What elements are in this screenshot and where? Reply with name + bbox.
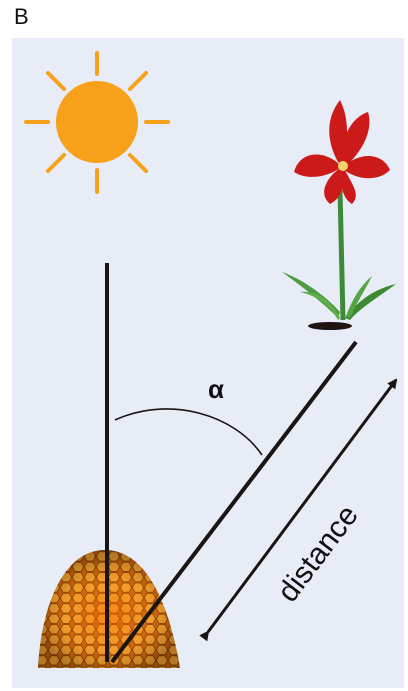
angle-alpha-label: α xyxy=(208,374,224,404)
angle-arc xyxy=(115,409,262,455)
flower-icon xyxy=(282,100,396,330)
dance-direction-line xyxy=(112,342,356,662)
sun-icon xyxy=(26,53,168,192)
distance-label: distance xyxy=(271,499,365,608)
